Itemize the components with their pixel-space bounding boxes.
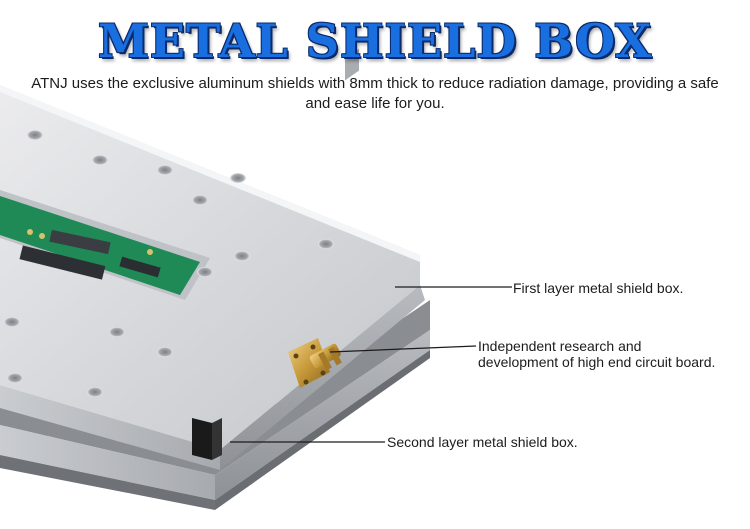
callout-first-layer: First layer metal shield box. (513, 280, 684, 296)
circuit-board (0, 190, 210, 300)
callout-second-layer: Second layer metal shield box. (387, 434, 578, 450)
power-switch (192, 418, 222, 460)
mounting-holes (4, 130, 334, 397)
sma-connector (288, 338, 342, 388)
callout-lines (230, 286, 512, 443)
callout-circuit-board: Independent research and development of … (478, 338, 716, 370)
description-text: ATNJ uses the exclusive aluminum shields… (31, 75, 719, 112)
page-title: METAL SHIELD BOX (98, 14, 652, 68)
